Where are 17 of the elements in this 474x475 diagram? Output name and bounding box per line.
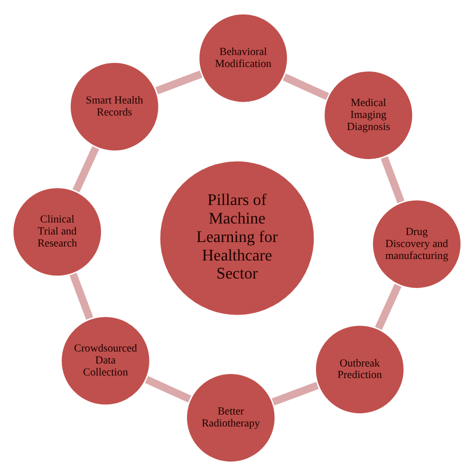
connector [380, 156, 404, 203]
connector [70, 272, 94, 320]
node-circle: Medical Imaging Diagnosis [322, 68, 414, 161]
connector [155, 70, 202, 94]
node-circle: Pillars of Machine Learning for Healthcare Sector [158, 158, 316, 317]
node-circle: Behavioral Modification [197, 12, 290, 104]
node-circle: Crowdsourced Data Collection [60, 314, 152, 406]
node-circle: Smart Health Records [68, 60, 160, 152]
node-circle: Better Radiotherapy [184, 371, 277, 464]
node-circle: Drug Discovery and manufacturing [370, 198, 463, 290]
node-circle: Clinical Trial and Research [11, 185, 104, 278]
connector [282, 73, 330, 100]
connector [144, 376, 192, 402]
node-circle: Outbreak Prediction [314, 323, 406, 415]
connector [374, 283, 402, 330]
connector [272, 381, 319, 406]
connector [72, 146, 100, 192]
